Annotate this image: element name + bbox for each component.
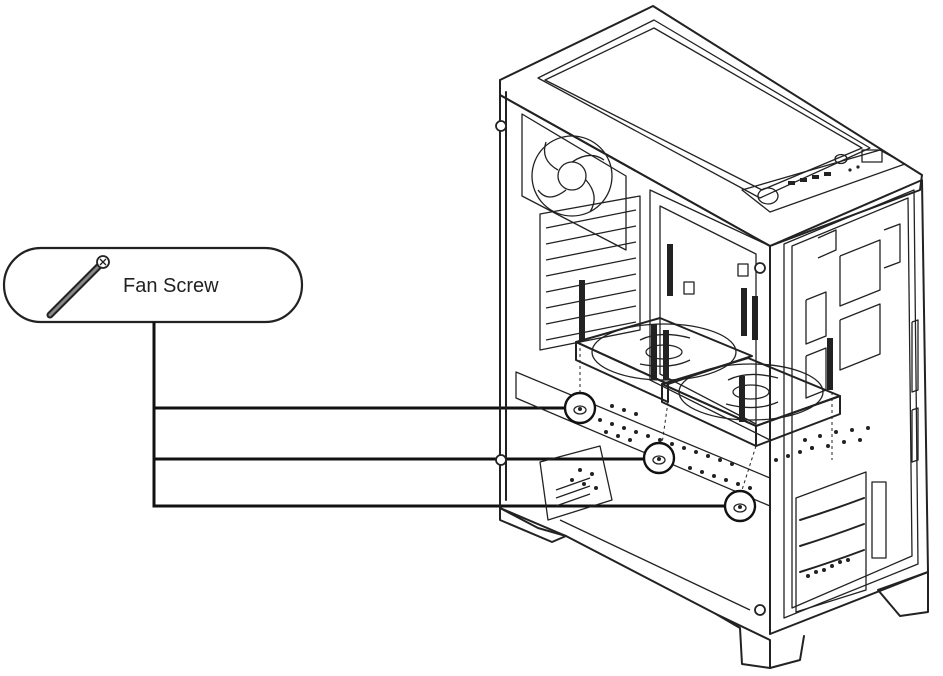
power-button-icon bbox=[757, 187, 779, 205]
case-foot-back bbox=[499, 507, 567, 543]
screw-7 bbox=[739, 376, 745, 422]
bottom-fan-right bbox=[661, 357, 841, 447]
screw-1 bbox=[579, 280, 585, 340]
case-front-panel bbox=[769, 179, 929, 635]
case-left-edge bbox=[499, 79, 567, 537]
screw-2 bbox=[667, 244, 673, 296]
case-bottom-edge bbox=[565, 535, 717, 615]
screw-mount-highlights bbox=[563, 391, 757, 523]
case-foot-front-left bbox=[715, 613, 771, 669]
screw-4 bbox=[752, 296, 758, 340]
psu-bay bbox=[539, 445, 613, 521]
screw-icon bbox=[46, 255, 110, 319]
connector-lines bbox=[152, 322, 724, 508]
case-foot-front-right bbox=[877, 571, 929, 617]
callout-label: Fan Screw bbox=[123, 275, 219, 297]
fan-screws bbox=[579, 244, 833, 422]
screw-8 bbox=[827, 338, 833, 390]
connector-line-3 bbox=[152, 459, 724, 508]
screw-3 bbox=[741, 288, 747, 336]
fan-screw-callout: Fan Screw bbox=[2, 246, 304, 324]
rear-exhaust-fan bbox=[521, 113, 627, 251]
pc-case bbox=[495, 5, 929, 669]
bottom-mesh bbox=[570, 404, 814, 490]
drive-cage bbox=[795, 471, 887, 613]
top-vent-panel bbox=[537, 19, 871, 199]
front-io-panel bbox=[741, 149, 906, 213]
top-vent-inner bbox=[544, 27, 863, 191]
screw-6 bbox=[663, 330, 669, 380]
io-port-icon bbox=[788, 181, 795, 185]
reset-button-icon bbox=[834, 153, 848, 165]
expansion-slots bbox=[539, 195, 641, 351]
bottom-rail bbox=[515, 371, 771, 507]
thumbscrews bbox=[495, 120, 766, 616]
screw-5 bbox=[651, 324, 657, 380]
front-panel-slots bbox=[805, 223, 919, 463]
